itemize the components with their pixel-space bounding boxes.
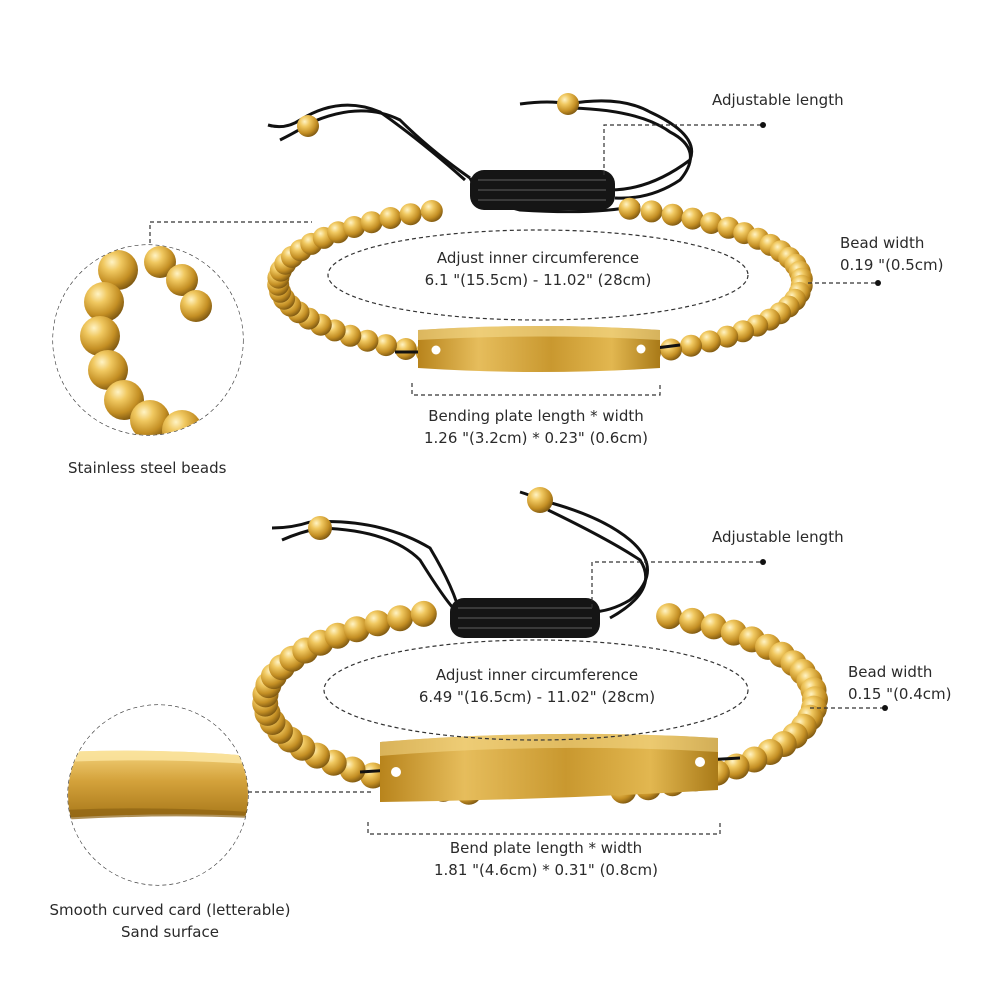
- top-name-plate: [418, 326, 660, 372]
- top-adjustable-length-label: Adjustable length: [712, 91, 844, 109]
- bead-closeup: [84, 282, 124, 322]
- bead: [394, 338, 417, 360]
- top-detail-caption: Stainless steel beads: [68, 459, 227, 477]
- bottom-circumference-title: Adjust inner circumference: [435, 666, 639, 684]
- top-bead-width-label: Bead width: [840, 234, 925, 252]
- bead: [618, 197, 641, 220]
- bead: [681, 207, 704, 230]
- top-bead-width-value: 0.19 "(0.5cm): [840, 256, 944, 274]
- bead: [360, 211, 383, 234]
- bead-closeup: [98, 250, 138, 290]
- bottom-knot: [450, 598, 600, 638]
- bead-closeup: [144, 246, 176, 278]
- bead: [420, 200, 443, 222]
- bead: [360, 762, 386, 789]
- bottom-detail-caption-line1: Smooth curved card (letterable): [49, 901, 291, 919]
- bead: [356, 329, 379, 352]
- top-adjustable-leader: [603, 124, 762, 175]
- bead-closeup: [88, 350, 128, 390]
- bottom-plate-dimension-value: 1.81 "(4.6cm) * 0.31" (0.8cm): [433, 861, 658, 879]
- bottom-detail-caption-line2: Sand surface: [121, 923, 219, 941]
- bead: [379, 207, 402, 229]
- bottom-plate-dimension-line: [367, 822, 721, 835]
- bead-closeup: [130, 400, 170, 435]
- bead: [656, 603, 683, 630]
- top-plate-dimension-title: Bending plate length * width: [428, 407, 644, 425]
- bead: [698, 330, 721, 353]
- bottom-circumference-value: 6.49 "(16.5cm) - 11.02" (28cm): [418, 688, 656, 706]
- bead: [716, 325, 739, 348]
- bottom-bead-width-label: Bead width: [848, 663, 933, 681]
- top-plate-dimension-value: 1.26 "(3.2cm) * 0.23" (0.6cm): [423, 429, 648, 447]
- bottom-circumference-ellipse: [323, 639, 749, 741]
- top-bead-width-dot: [875, 280, 881, 286]
- top-bead-ring: [267, 197, 813, 370]
- top-circumference-value: 6.1 "(15.5cm) - 11.02" (28cm): [424, 271, 652, 289]
- bead: [679, 607, 706, 634]
- top-bracelet: [267, 93, 813, 372]
- bead: [364, 610, 391, 637]
- bead: [661, 203, 684, 226]
- top-detail-leader: [149, 221, 312, 250]
- bead: [343, 216, 366, 238]
- bead: [387, 605, 413, 632]
- bead: [700, 212, 723, 234]
- bead: [399, 203, 422, 226]
- bottom-name-plate: [380, 733, 718, 802]
- top-end-bead-right: [557, 93, 579, 115]
- bottom-bead-width-value: 0.15 "(0.4cm): [848, 685, 952, 703]
- bead: [680, 334, 702, 357]
- bottom-bracelet: [252, 487, 828, 805]
- bead-closeup: [80, 316, 120, 356]
- bottom-detail-plate-closeup: [68, 705, 248, 885]
- bead-closeup: [166, 264, 198, 296]
- bead: [343, 616, 370, 643]
- top-circumference-title: Adjust inner circumference: [436, 249, 640, 267]
- bead: [640, 200, 663, 223]
- bottom-end-bead-right: [527, 487, 553, 513]
- bead: [375, 334, 397, 357]
- top-cords: [267, 99, 693, 214]
- bottom-adjustable-leader: [591, 561, 762, 608]
- bead: [660, 338, 682, 361]
- bottom-adjustable-length-label: Adjustable length: [712, 528, 844, 546]
- bottom-plate-dimension-title: Bend plate length * width: [449, 839, 643, 857]
- top-detail-beads-closeup: [53, 245, 243, 435]
- bead-closeup: [162, 410, 202, 435]
- top-adjustable-dot: [760, 122, 766, 128]
- bottom-bead-width-dot: [882, 705, 888, 711]
- top-knot: [470, 170, 615, 210]
- top-end-bead-left: [297, 115, 319, 137]
- top-plate-dimension-line: [411, 383, 661, 396]
- bead: [700, 613, 727, 640]
- top-circumference-ellipse: [327, 229, 749, 321]
- bottom-adjustable-dot: [760, 559, 766, 565]
- bottom-end-bead-left: [308, 516, 332, 540]
- bead-closeup: [180, 290, 212, 322]
- bead: [410, 600, 437, 627]
